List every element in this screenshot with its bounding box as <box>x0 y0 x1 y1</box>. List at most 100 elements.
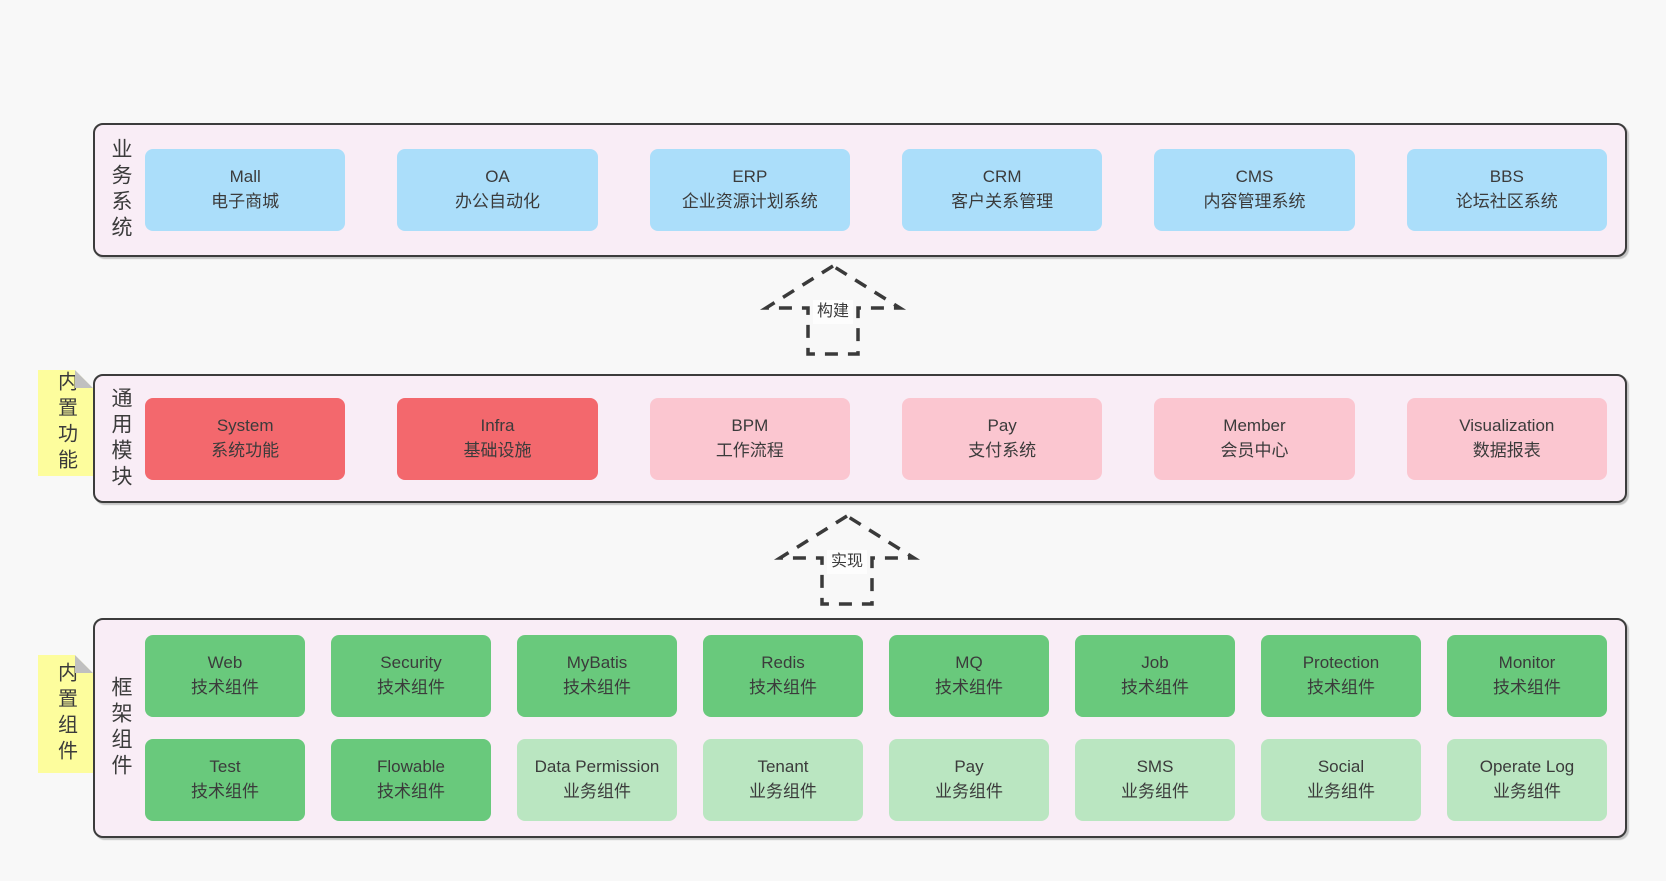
module-subtitle: 技术组件 <box>191 782 259 801</box>
module-box-crm: CRM 客户关系管理 <box>901 149 1103 231</box>
band-title-business-systems: 业务系统 <box>109 138 132 242</box>
band-boxes-common-modules: System 系统功能 Infra 基础设施 BPM 工作流程 Pay 支付系统 Member 会… <box>133 376 1625 501</box>
band-title-common-modules: 通用模块 <box>109 386 132 491</box>
module-name: Protection <box>1302 653 1380 673</box>
module-box-sms: SMS 业务组件 <box>1075 739 1235 821</box>
module-subtitle: 技术组件 <box>1307 678 1375 697</box>
module-name: SMS <box>1136 757 1174 777</box>
sticky-note-label: 内置组件 <box>54 662 77 766</box>
module-box-visualization: Visualization 数据报表 <box>1406 397 1607 480</box>
module-name: Tenant <box>757 757 809 777</box>
module-box-mall: Mall 电子商城 <box>145 149 346 231</box>
module-box-flowable: Flowable 技术组件 <box>331 739 491 821</box>
module-box-pay: Pay 支付系统 <box>901 397 1103 480</box>
module-box-data-permission: Data Permission 业务组件 <box>517 739 677 821</box>
module-name: Member <box>1223 415 1286 435</box>
module-subtitle: 技术组件 <box>377 782 445 801</box>
module-name: Social <box>1317 757 1365 777</box>
module-box-member: Member 会员中心 <box>1154 397 1355 480</box>
module-box-pay: Pay 业务组件 <box>889 739 1049 821</box>
module-name: MyBatis <box>566 653 628 673</box>
module-subtitle: 电子商城 <box>211 192 280 211</box>
module-name: Flowable <box>376 757 446 777</box>
band-boxes-business-systems: Mall 电子商城 OA 办公自动化 ERP 企业资源计划系统 CRM 客户关系管理 CMS 内容… <box>133 125 1625 255</box>
module-box-erp: ERP 企业资源计划系统 <box>649 149 850 231</box>
module-subtitle: 业务组件 <box>1121 782 1189 801</box>
module-name: OA <box>485 167 510 187</box>
module-box-cms: CMS 内容管理系统 <box>1154 149 1355 231</box>
module-subtitle: 业务组件 <box>935 782 1003 801</box>
module-subtitle: 业务组件 <box>1493 782 1561 801</box>
module-subtitle: 技术组件 <box>1121 678 1189 697</box>
module-name: BBS <box>1489 167 1524 187</box>
module-name: Pay <box>987 415 1017 435</box>
dashed-up-arrow-icon <box>773 513 921 606</box>
module-subtitle: 技术组件 <box>1493 678 1561 697</box>
module-subtitle: 内容管理系统 <box>1203 192 1306 211</box>
module-box-mq: MQ 技术组件 <box>889 635 1049 717</box>
module-subtitle: 技术组件 <box>935 678 1003 697</box>
module-subtitle: 会员中心 <box>1220 440 1289 460</box>
sticky-note-label: 内置功能 <box>54 371 77 475</box>
module-name: Web <box>207 653 243 673</box>
module-box-system: System 系统功能 <box>145 397 346 480</box>
module-subtitle: 办公自动化 <box>454 192 540 211</box>
module-name: Operate Log <box>1479 757 1575 777</box>
module-subtitle: 系统功能 <box>211 440 280 460</box>
module-box-web: Web 技术组件 <box>145 635 305 717</box>
module-box-protection: Protection 技术组件 <box>1261 635 1421 717</box>
module-subtitle: 技术组件 <box>563 678 631 697</box>
module-subtitle: 论坛社区系统 <box>1455 192 1558 211</box>
module-box-mybatis: MyBatis 技术组件 <box>517 635 677 717</box>
band-business-systems: 业务系统 Mall 电子商城 OA 办公自动化 ERP 企业资源计划系统 CRM 客户关系管理… <box>93 123 1627 257</box>
module-name: Pay <box>954 757 984 777</box>
module-box-bpm: BPM 工作流程 <box>649 397 850 480</box>
module-name: MQ <box>955 653 983 673</box>
module-name: Security <box>380 653 442 673</box>
module-name: System <box>216 415 274 435</box>
dashed-up-arrow-icon <box>759 263 907 356</box>
module-subtitle: 客户关系管理 <box>951 192 1054 211</box>
module-box-infra: Infra 基础设施 <box>397 397 598 480</box>
arrow-build-label: 构建 <box>812 300 854 324</box>
module-subtitle: 业务组件 <box>749 782 817 801</box>
module-box-tenant: Tenant 业务组件 <box>703 739 863 821</box>
module-box-social: Social 业务组件 <box>1261 739 1421 821</box>
module-name: Monitor <box>1498 653 1556 673</box>
module-subtitle: 基础设施 <box>463 440 532 460</box>
module-name: ERP <box>732 167 768 187</box>
module-subtitle: 技术组件 <box>377 678 445 697</box>
module-subtitle: 支付系统 <box>968 440 1037 460</box>
module-box-job: Job 技术组件 <box>1075 635 1235 717</box>
module-subtitle: 数据报表 <box>1472 440 1541 460</box>
module-name: Infra <box>480 415 515 435</box>
module-subtitle: 工作流程 <box>715 440 784 460</box>
folded-corner-icon <box>75 655 93 673</box>
module-name: Data Permission <box>534 757 660 777</box>
arrow-build: 构建 <box>758 262 908 358</box>
module-name: Job <box>1141 653 1169 673</box>
module-name: Test <box>209 757 241 777</box>
module-subtitle: 业务组件 <box>563 782 631 801</box>
module-name: Mall <box>229 167 261 187</box>
module-name: CRM <box>982 167 1022 187</box>
module-name: CMS <box>1235 167 1274 187</box>
module-name: BPM <box>731 415 769 435</box>
module-subtitle: 技术组件 <box>191 678 259 697</box>
arrow-implement-label: 实现 <box>826 550 868 574</box>
module-subtitle: 企业资源计划系统 <box>681 192 818 211</box>
module-box-bbs: BBS 论坛社区系统 <box>1406 149 1607 231</box>
arrow-implement: 实现 <box>772 512 922 608</box>
band-common-modules: 通用模块 System 系统功能 Infra 基础设施 BPM 工作流程 Pay 支付系统 Me… <box>93 374 1627 503</box>
module-box-oa: OA 办公自动化 <box>397 149 598 231</box>
module-subtitle: 业务组件 <box>1307 782 1375 801</box>
module-box-operate-log: Operate Log 业务组件 <box>1447 739 1607 821</box>
module-box-monitor: Monitor 技术组件 <box>1447 635 1607 717</box>
module-name: Redis <box>761 653 805 673</box>
folded-corner-icon <box>75 370 93 388</box>
module-name: Visualization <box>1459 415 1555 435</box>
